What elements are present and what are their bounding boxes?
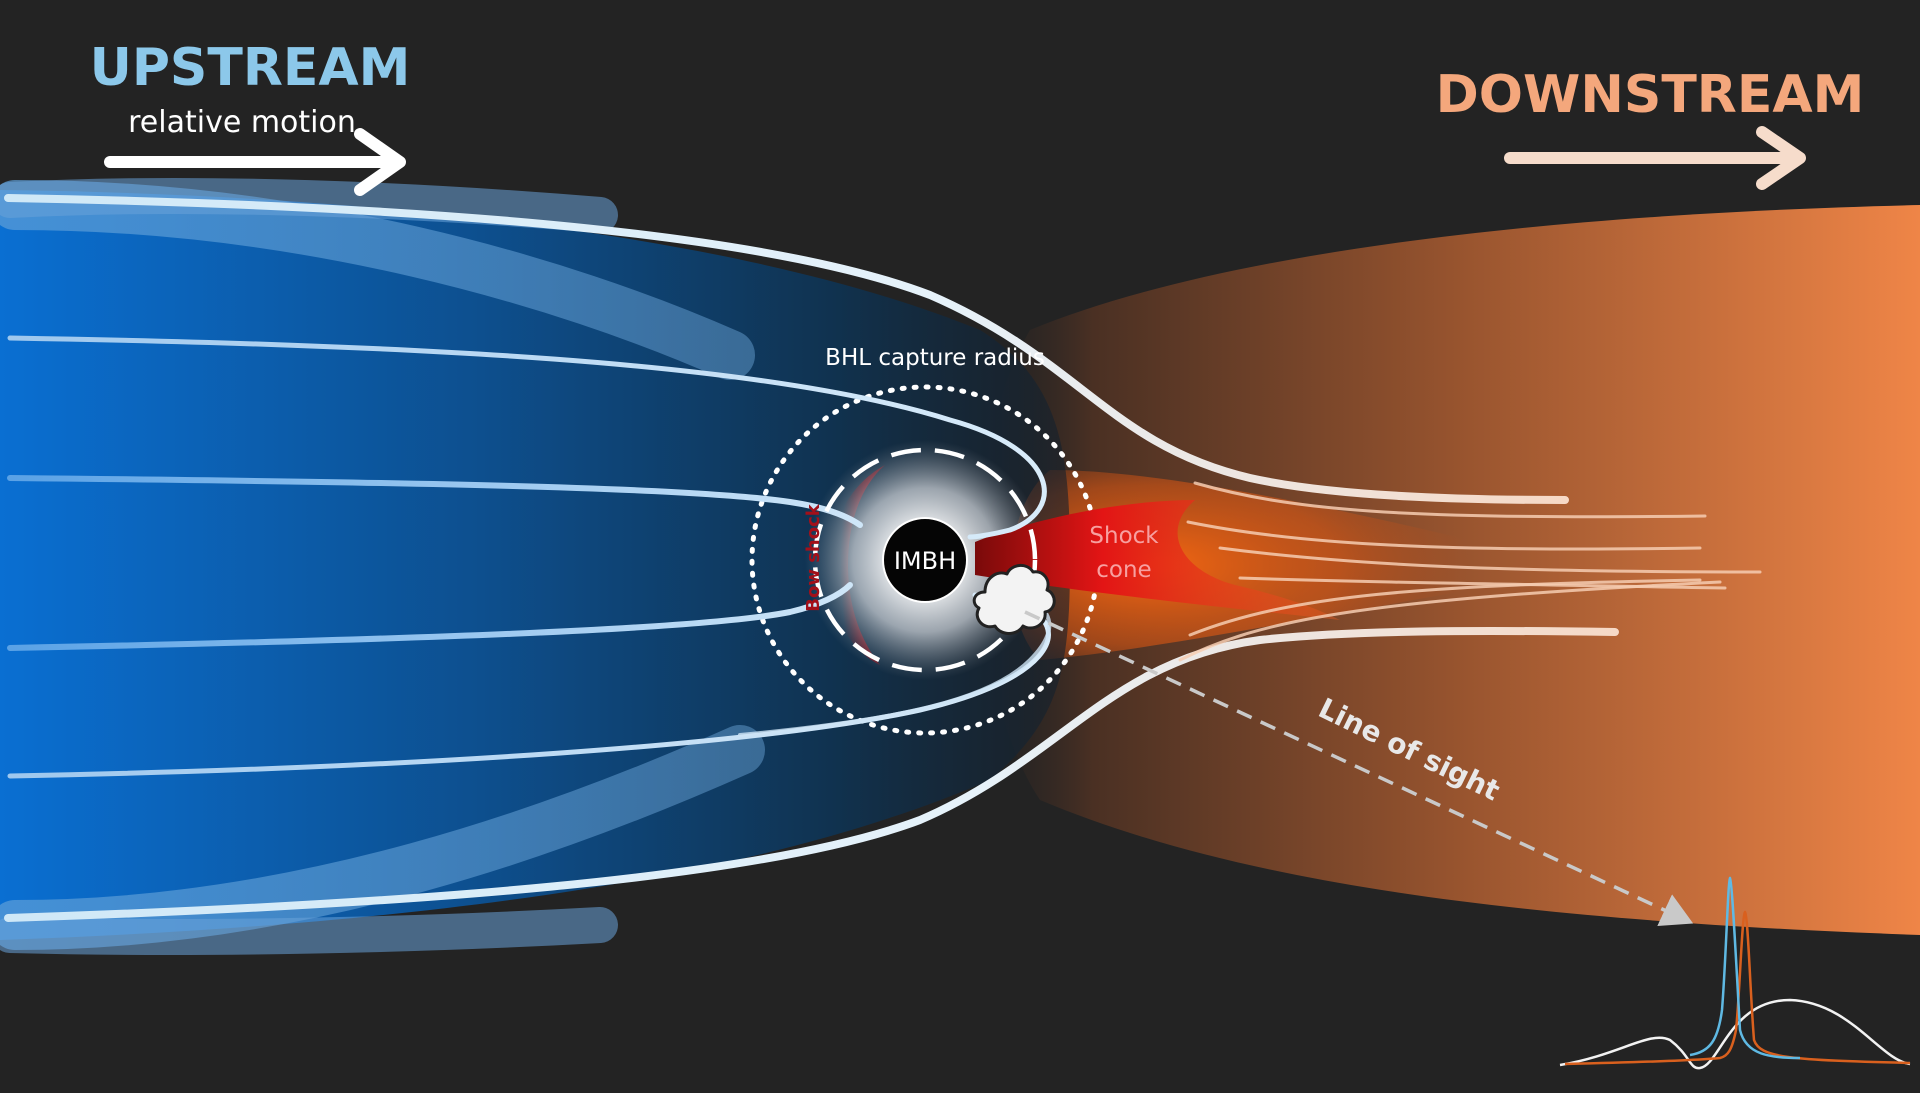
imbh-label: IMBH — [894, 547, 956, 575]
downstream-streamlines — [1178, 481, 1762, 662]
downstream-title: DOWNSTREAM — [1436, 65, 1865, 125]
spectrum-white-line — [1559, 998, 1911, 1070]
upstream-flow-region — [0, 190, 1070, 940]
imbh-black-hole — [882, 517, 968, 603]
downstream-arrow-right-icon — [1504, 126, 1806, 190]
streamline-3-bottom — [7, 582, 853, 651]
shock-cone-label-2: cone — [1096, 557, 1151, 583]
streamline-2-top — [7, 335, 1047, 540]
spectrum-inset — [1559, 876, 1911, 1070]
streamline-outer-top — [4, 194, 1569, 504]
line-of-sight-arrow — [1024, 610, 1694, 927]
streamline-outer-bottom — [4, 626, 1619, 922]
upstream-title: UPSTREAM — [90, 38, 411, 98]
shock-cone — [975, 500, 1340, 620]
bhl-capture-radius-label: BHL capture radius — [825, 345, 1045, 371]
spectrum-blue-line — [1689, 876, 1801, 1060]
inner-dashed-circle — [812, 447, 1038, 673]
relative-motion-label: relative motion — [128, 105, 356, 140]
bow-shock-label: Bow shock — [803, 503, 824, 612]
shock-cone-label-1: Shock — [1089, 523, 1159, 549]
arrow-right-icon — [104, 128, 406, 196]
spectrum-orange-line — [1564, 910, 1911, 1066]
flow-band-bottom-edge — [0, 907, 618, 955]
